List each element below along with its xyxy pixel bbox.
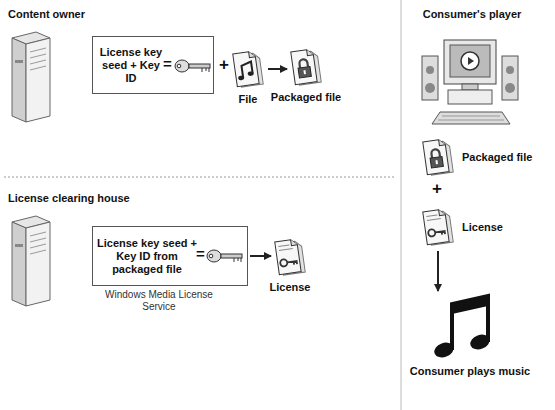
file-icon-node: Consumer plays music xyxy=(410,292,530,378)
key-icon xyxy=(174,57,212,75)
flow-arrow xyxy=(250,255,271,257)
file-icon-node: Packaged file xyxy=(420,136,532,178)
process-box: License key seed + Key ID xyxy=(92,36,214,94)
flow-arrow xyxy=(437,251,439,291)
computer-icon xyxy=(418,36,522,130)
operator-sign: = xyxy=(196,247,205,260)
flow-arrow xyxy=(268,68,287,70)
process-box: License key seed + Key ID from packaged … xyxy=(92,226,248,286)
section-label: Content owner xyxy=(8,8,85,21)
operator-sign: + xyxy=(432,182,442,195)
operator-sign: = xyxy=(163,57,172,70)
section-label: License clearing house xyxy=(8,192,130,205)
document-icon xyxy=(230,48,266,90)
icon-label: Consumer plays music xyxy=(410,365,530,378)
file-icon-node: License xyxy=(420,206,503,248)
icon-label: License xyxy=(462,221,503,234)
section-label: Consumer's player xyxy=(412,8,532,21)
operator-sign: + xyxy=(219,58,229,71)
box-text: License key seed + Key ID xyxy=(97,46,165,85)
document-icon xyxy=(288,46,324,88)
server-icon xyxy=(6,30,56,125)
box-caption: Windows Media License Service xyxy=(97,289,221,313)
music-note-icon xyxy=(430,292,510,362)
file-icon-node: File xyxy=(230,48,266,106)
document-icon xyxy=(420,206,456,248)
file-icon-node: License xyxy=(270,236,311,294)
server-icon xyxy=(6,214,56,309)
icon-label: Packaged file xyxy=(271,91,341,104)
document-icon xyxy=(272,236,308,278)
box-text: License key seed + Key ID from packaged … xyxy=(97,237,197,276)
key-icon xyxy=(206,247,244,265)
icon-label: License xyxy=(270,281,311,294)
file-icon-node: Packaged file xyxy=(271,46,341,104)
document-icon xyxy=(420,136,456,178)
icon-label: File xyxy=(239,93,258,106)
icon-label: Packaged file xyxy=(462,151,532,164)
